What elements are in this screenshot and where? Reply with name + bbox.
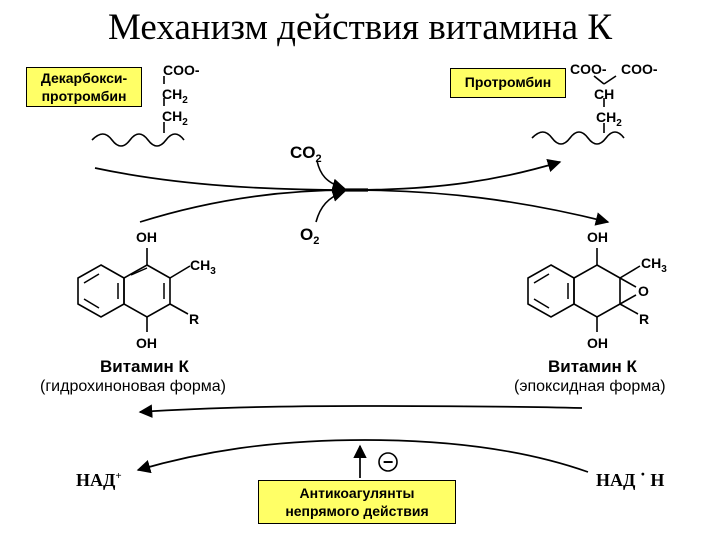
anticoagulants-box: Антикоагулянты непрямого действия: [258, 480, 456, 524]
prothrombin-label: Протромбин: [464, 74, 552, 90]
hydroquinone-structure: OH OH CH3 R: [77, 229, 216, 351]
substrate-ch2-lower: CH2: [162, 108, 188, 128]
anticoagulants-line1: Антикоагулянты: [299, 485, 415, 501]
hydroquinone-left-ring: [77, 264, 125, 318]
anticoagulants-line2: непрямого действия: [285, 503, 429, 519]
nad-plus-sup: +: [115, 470, 122, 482]
o2-o: O: [300, 225, 313, 244]
nadh-text: НАД: [596, 470, 636, 490]
product-backbone-wave: [531, 131, 625, 145]
hydroquinone-inner-bond-5: [130, 267, 148, 276]
decarboxyprothrombin-label-line2: протромбин: [41, 88, 127, 104]
nad-plus-label: НАД+: [76, 470, 122, 491]
decarboxyprothrombin-box: Декарбокси- протромбин: [26, 67, 142, 107]
epoxide-bond-o-upper: [619, 277, 637, 288]
hydroquinone-form: (гидрохиноновая форма): [40, 378, 226, 395]
co2-label: CO2: [290, 143, 322, 165]
substrate-ch2-upper-sub: 2: [182, 95, 188, 106]
inhibition-minus-sign: −: [383, 452, 394, 472]
prothrombin-box: Протромбин: [450, 68, 566, 98]
hydroquinone-inner-bond-1: [83, 273, 100, 284]
nad-plus-text: НАД: [76, 470, 116, 490]
hydroquinone-ch3-ch: CH: [190, 257, 210, 273]
epoxide-ch3: CH3: [641, 255, 667, 275]
hydroquinone-bond-ch3: [169, 265, 191, 279]
epoxide-oh-top: OH: [587, 229, 608, 245]
product-bond-3a: [593, 75, 605, 85]
hydroquinone-inner-bond-2: [83, 298, 100, 309]
product-coo-right: COO-: [621, 61, 658, 77]
arrow-epoxide-reduction: [138, 404, 583, 418]
substrate-backbone-wave: [91, 133, 185, 147]
hydroquinone-ch3-sub: 3: [210, 266, 216, 277]
product-ch2-ch: CH: [596, 109, 616, 125]
hydroquinone-name: Витамин К: [100, 357, 189, 376]
substrate-ch2-upper: CH2: [162, 86, 188, 106]
epoxide-ch3-ch: CH: [641, 255, 661, 271]
epoxide-inner-bond-1: [533, 273, 550, 284]
substrate-coo: COO-: [163, 62, 200, 78]
product-bond-3b: [603, 75, 617, 85]
page-title: Механизм действия витамина К: [108, 7, 612, 48]
product-coo-left: COO-: [570, 61, 607, 77]
arrow-nadh-to-nad: [136, 439, 589, 474]
epoxide-bond-ch3: [619, 265, 641, 279]
hydroquinone-r: R: [189, 311, 199, 327]
epoxide-left-ring: [527, 264, 575, 318]
epoxide-form: (эпоксидная форма): [514, 378, 666, 395]
substrate-ch2-upper-ch: CH: [162, 86, 182, 102]
product-ch2: CH2: [596, 109, 622, 129]
epoxide-inner-bond-2: [533, 298, 550, 309]
o2-sub: 2: [313, 235, 319, 247]
inhibition-minus-circle: [378, 452, 398, 472]
epoxide-o: O: [638, 283, 649, 299]
epoxide-structure: OH OH CH3 O R: [527, 229, 667, 351]
product-ch2-sub: 2: [616, 118, 622, 129]
hydroquinone-ch3: CH3: [190, 257, 216, 277]
hydroquinone-oh-top: OH: [136, 229, 157, 245]
nadh-label: НАД · Н: [596, 464, 665, 491]
epoxide-oh-bottom: OH: [587, 335, 608, 351]
nadh-h: Н: [650, 470, 665, 490]
arrow-carboxylation-top: [94, 159, 562, 191]
co2-sub: 2: [316, 153, 322, 165]
arrow-o2-in: [315, 189, 346, 223]
hydroquinone-right-ring: [123, 264, 171, 318]
co2-co: CO: [290, 143, 316, 162]
product-ch: CH: [594, 86, 614, 102]
epoxide-bond-o-lower: [619, 294, 637, 305]
o2-label: O2: [300, 225, 319, 247]
hydroquinone-bond-r: [169, 303, 189, 315]
arrow-co2-in: [316, 160, 346, 192]
decarboxyprothrombin-label-line1: Декарбокси-: [40, 70, 128, 86]
epoxide-right-ring: [573, 264, 621, 318]
epoxide-ch3-sub: 3: [661, 264, 667, 275]
nadh-dot: ·: [639, 464, 646, 484]
epoxide-bond-r: [619, 303, 639, 315]
hydroquinone-oh-bottom: OH: [136, 335, 157, 351]
epoxide-r: R: [639, 311, 649, 327]
epoxide-name: Витамин К: [548, 357, 637, 376]
substrate-ch2-lower-ch: CH: [162, 108, 182, 124]
substrate-ch2-lower-sub: 2: [182, 117, 188, 128]
arrow-epoxidation-bottom: [139, 189, 610, 226]
